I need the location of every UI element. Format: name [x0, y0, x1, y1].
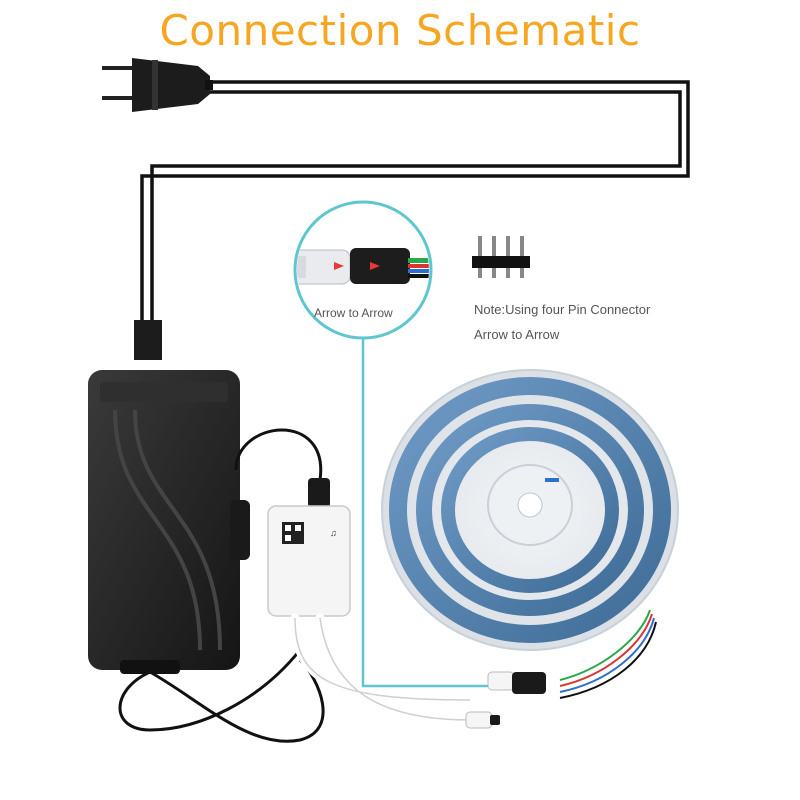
power-adapter: [88, 370, 240, 674]
ac-plug: [102, 58, 213, 112]
ferrite-core: [230, 500, 250, 560]
led-strip-reel: [382, 370, 678, 650]
dc-jack: [308, 478, 330, 508]
four-pin-connector: [472, 236, 530, 278]
note-line-1: Note:Using four Pin Connector: [474, 302, 650, 317]
note-line-2: Arrow to Arrow: [474, 327, 559, 342]
male-connector: [512, 672, 546, 694]
female-connector: [488, 672, 514, 690]
wifi-controller: ♫: [268, 506, 350, 616]
music-note-icon: ♫: [330, 528, 337, 538]
ir-receiver-plug: [466, 712, 492, 728]
callout-label: Arrow to Arrow: [314, 306, 393, 320]
cable-strain-relief: [134, 320, 162, 360]
